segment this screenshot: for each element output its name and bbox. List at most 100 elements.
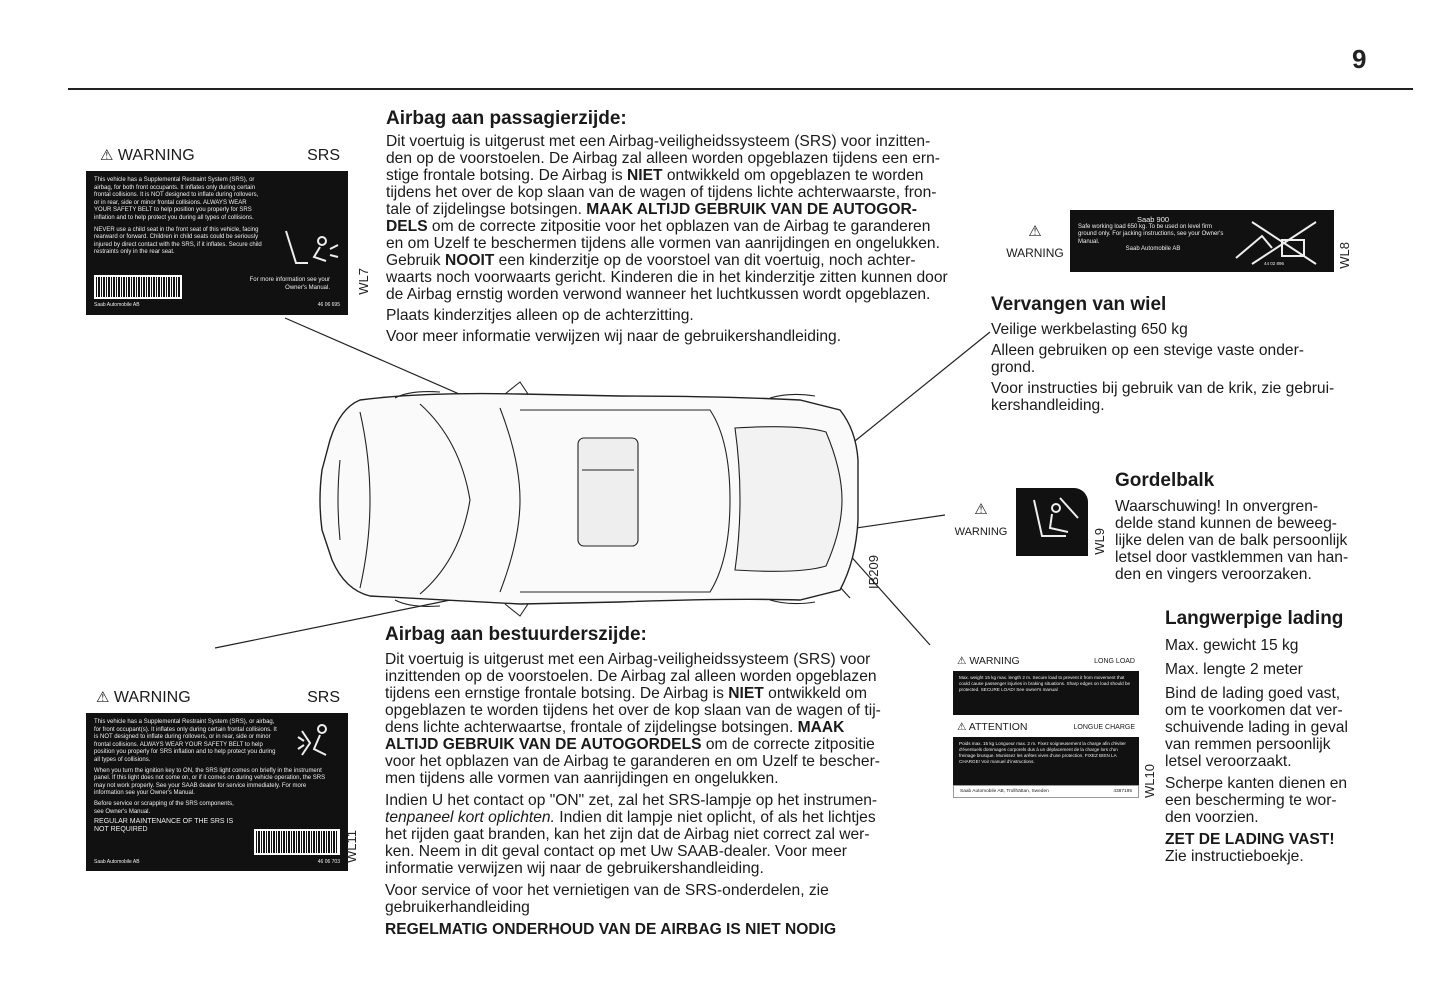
- driver-line: men tijdens alle vormen van aanrijdingen…: [385, 770, 779, 787]
- driver-line: opgeblazen te worden tijdens het over de…: [385, 702, 881, 719]
- child-seat-airbag-icon: [285, 230, 339, 264]
- wl7-srs: SRS: [307, 146, 340, 164]
- car-jack-icon: [1235, 221, 1317, 265]
- passenger-line: Plaats kinderzitjes alleen op de achterz…: [386, 307, 694, 324]
- driver-line: dens lichte achterwaartse, frontale of z…: [385, 719, 945, 736]
- passenger-line: tale of zijdelingse botsingen. MAAK ALTI…: [386, 201, 986, 218]
- text-span: tijdens een ernstige frontale botsing. D…: [385, 685, 729, 702]
- driver-line: inzittenden op de voorstoelen. De Airbag…: [385, 668, 877, 685]
- passenger-line: Dit voertuig is uitgerust met een Airbag…: [386, 133, 931, 150]
- warning-triangle-icon: ⚠: [957, 721, 967, 733]
- load-title: Langwerpige lading: [1165, 608, 1344, 629]
- load-line: om te voorkomen dat ver-: [1165, 702, 1343, 719]
- wl11-srs: SRS: [307, 688, 340, 706]
- belt-body: Waarschuwing! In onvergren- delde stand …: [1115, 498, 1385, 583]
- belt-line: delde stand kunnen de beweeg-: [1115, 515, 1337, 532]
- driver-line: tijdens een ernstige frontale botsing. D…: [385, 685, 945, 702]
- wl7-code: WL7: [356, 268, 371, 295]
- wl8-text: Safe working load 650 kg. To be used on …: [1078, 223, 1224, 245]
- passenger-line: en om Uzelf te beschermen tijdens alle v…: [386, 235, 940, 252]
- wl7-maker: Saab Automobile AB: [94, 302, 140, 308]
- passenger-line: de Airbag ernstig worden verwond wanneer…: [386, 286, 931, 303]
- text-span: NIET: [728, 685, 764, 702]
- text-span: ontwikkeld om opgeblazen te worden: [662, 167, 924, 184]
- airbag-person-icon: [297, 724, 327, 756]
- wheel-line: grond.: [991, 359, 1036, 376]
- text-span: Gebruik: [386, 252, 445, 269]
- wheel-section: Vervangen van wiel Veilige werkbelasting…: [991, 294, 1371, 414]
- text-span: stige frontale botsing. De Airbag is: [386, 167, 627, 184]
- wl11-text3: Before service or scrapping of the SRS c…: [94, 800, 234, 815]
- text-span: ontwikkeld om: [763, 685, 867, 702]
- wheel-body: Veilige werkbelasting 650 kg Alleen gebr…: [991, 321, 1371, 414]
- wl10-head: ⚠ WARNING LONG LOAD: [953, 655, 1139, 671]
- wl7-label: ⚠ WARNING SRS This vehicle has a Supplem…: [86, 146, 348, 315]
- driver-line: gebruikerhandleiding: [385, 899, 530, 916]
- driver-line: voor het opblazen van de Airbag te garan…: [385, 753, 880, 770]
- load-line: schuivende lading in geval: [1165, 719, 1348, 736]
- wheel-line: Voor instructies bij gebruik van de krik…: [991, 380, 1335, 397]
- wl10-footer: Saab Automobile AB, Trollhättan, Sweden …: [953, 785, 1139, 798]
- wl7-text2: NEVER use a child seat in the front seat…: [94, 226, 262, 256]
- driver-line: Indien U het contact op "ON" zet, zal he…: [385, 792, 878, 809]
- text-span: een kinderzitje op de voorstoel van dit …: [494, 252, 916, 269]
- load-line: Bind de lading goed vast,: [1165, 685, 1341, 702]
- load-line: Scherpe kanten dienen en: [1165, 775, 1348, 792]
- wl10-maker: Saab Automobile AB, Trollhättan, Sweden: [960, 789, 1049, 794]
- driver-line: ALTIJD GEBRUIK VAN DE AUTOGORDELS om de …: [385, 736, 945, 753]
- wl7-plate: This vehicle has a Supplemental Restrain…: [86, 171, 348, 315]
- wl8-warning: WARNING: [1006, 246, 1064, 260]
- load-section: Langwerpige lading Max. gewicht 15 kg Ma…: [1165, 608, 1405, 865]
- passenger-line: Gebruik NOOIT een kinderzitje op de voor…: [386, 252, 986, 269]
- passenger-line: waarts noch voorwaarts gericht. Kinderen…: [386, 269, 948, 286]
- wl10-longload: LONG LOAD: [1094, 657, 1135, 665]
- wl10-warning: WARNING: [969, 655, 1020, 667]
- driver-line: tenpaneel kort oplichten. Indien dit lam…: [385, 809, 945, 826]
- wl9-code: WL9: [1092, 528, 1107, 555]
- wheel-title: Vervangen van wiel: [991, 294, 1167, 315]
- driver-line: Dit voertuig is uitgerust met een Airbag…: [385, 651, 871, 668]
- wl10-text2: Poids max. 15 kg Longueur max. 2 m. Fixe…: [953, 737, 1139, 785]
- wl10-head2: ⚠ ATTENTION LONGUE CHARGE: [953, 715, 1139, 737]
- wheel-line: Alleen gebruiken op een stevige vaste on…: [991, 342, 1304, 359]
- belt-line: lijke delen van de balk persoonlijk: [1115, 532, 1348, 549]
- wl8-plate: Saab 900 Safe working load 650 kg. To be…: [1070, 210, 1334, 272]
- warning-triangle-icon: ⚠: [957, 655, 967, 667]
- warning-triangle-icon: ⚠: [100, 147, 114, 164]
- wl8-partno: 44 02 896: [1263, 261, 1284, 267]
- driver-line: het rijden gaat branden, kan het zijn da…: [385, 826, 870, 843]
- belt-line: den en vingers veroorzaken.: [1115, 566, 1312, 583]
- page-number: 9: [1352, 44, 1367, 74]
- passenger-title: Airbag aan passagierzijde:: [386, 108, 627, 129]
- wl11-text1: This vehicle has a Supplemental Restrain…: [94, 719, 277, 763]
- text-span: DELS: [386, 218, 428, 235]
- belt-section: Gordelbalk Waarschuwing! In onvergren- d…: [1115, 470, 1385, 583]
- wl10-code: WL10: [1142, 764, 1157, 798]
- wl11-code: WL11: [344, 830, 359, 863]
- load-line: een bescherming te wor-: [1165, 792, 1337, 809]
- wl11-warning: WARNING: [113, 689, 191, 706]
- driver-line: Voor service of voor het vernietigen van…: [385, 882, 829, 899]
- belt-title: Gordelbalk: [1115, 470, 1215, 491]
- text-span: MAAK ALTIJD GEBRUIK VAN DE AUTOGOR-: [586, 201, 917, 218]
- wl10-attention: ATTENTION: [968, 721, 1028, 733]
- wl10-text1: Max. weight 15 kg max. length 2 m. Secur…: [953, 671, 1139, 715]
- driver-title: Airbag aan bestuurderszijde:: [385, 624, 647, 645]
- wl7-warning: WARNING: [117, 147, 195, 164]
- load-line: Zie instructieboekje.: [1165, 848, 1304, 865]
- passenger-line: DELS om de correcte zitpositie voor het …: [386, 218, 986, 235]
- wl10-longue: LONGUE CHARGE: [1073, 723, 1135, 731]
- header-rule: [68, 88, 1413, 90]
- wheel-line: Veilige werkbelasting 650 kg: [991, 321, 1188, 338]
- text-span: om de correcte zitpositie: [701, 736, 875, 753]
- passenger-body: Dit voertuig is uitgerust met een Airbag…: [386, 133, 986, 345]
- wl9-plate: [1016, 488, 1088, 556]
- wl10-partno: 4387195: [1113, 789, 1132, 794]
- belt-line: letsel door vastklemmen van han-: [1115, 549, 1349, 566]
- wl7-more: For more information see your Owner's Ma…: [249, 277, 330, 291]
- driver-final: REGELMATIG ONDERHOUD VAN DE AIRBAG IS NI…: [385, 921, 837, 938]
- wl8-warning-block: ⚠ WARNING: [1003, 222, 1067, 260]
- text-span: dens lichte achterwaartse, frontale of z…: [385, 719, 798, 736]
- wl11-partno: 46 06 703: [317, 859, 340, 865]
